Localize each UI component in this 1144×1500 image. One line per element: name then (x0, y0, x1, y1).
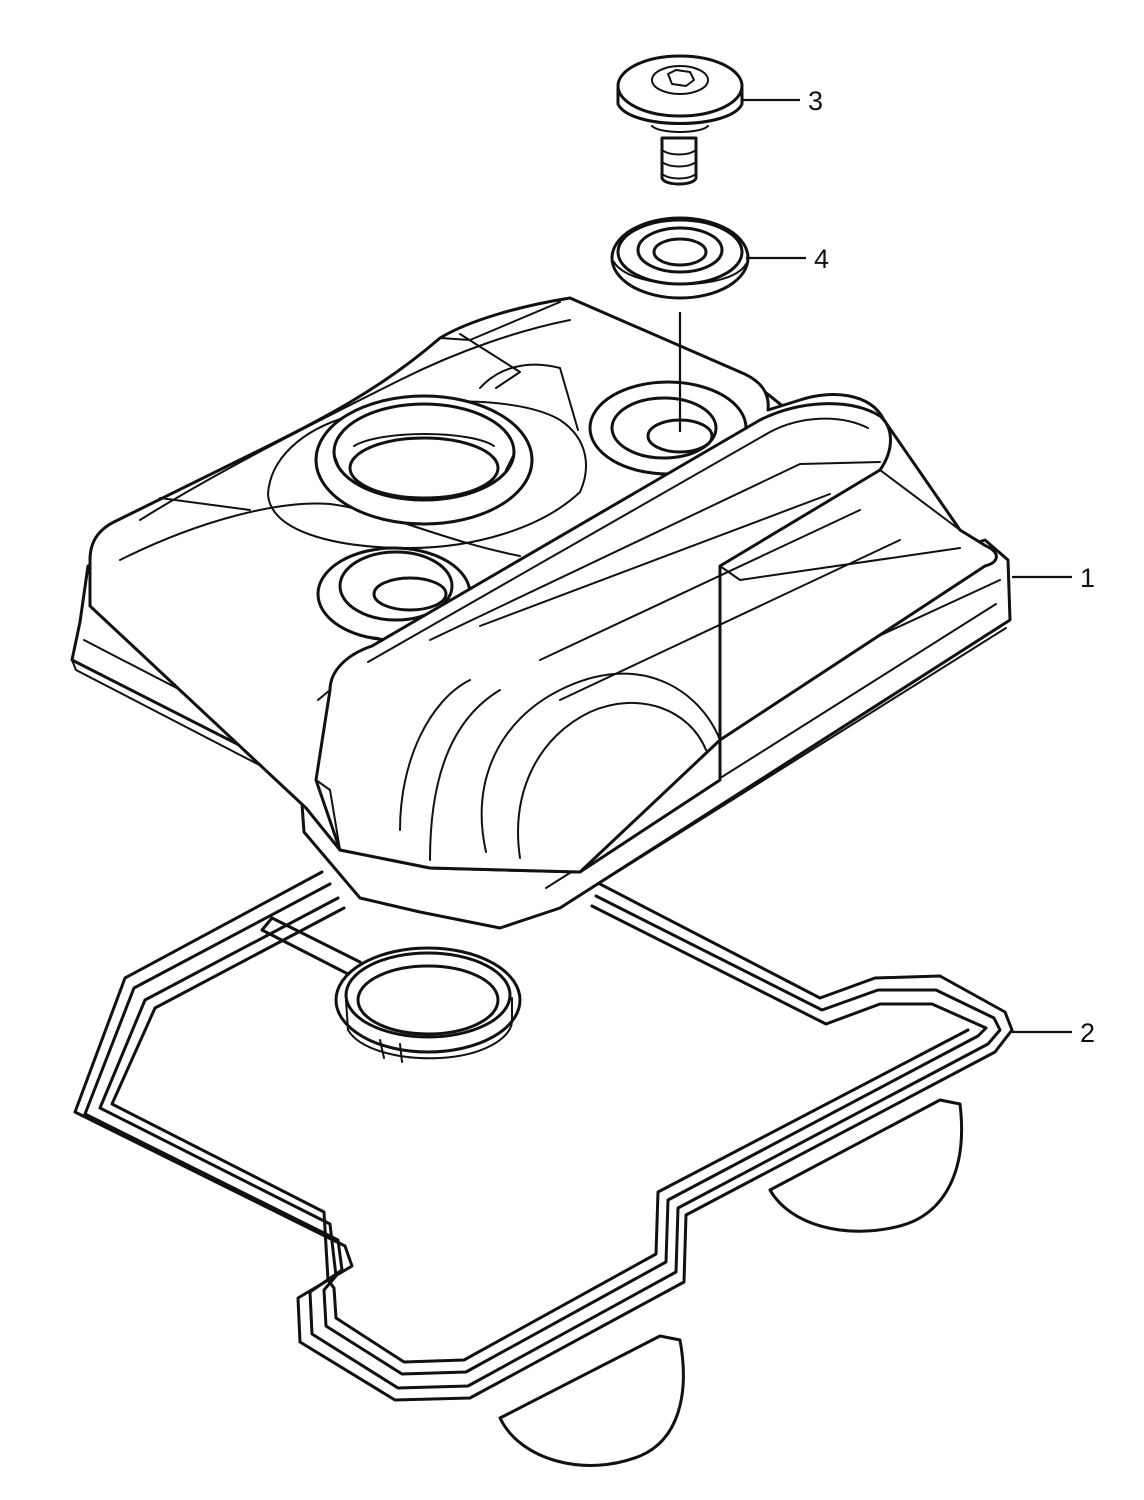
gasket-inner-edge (98, 896, 988, 1376)
gasket-outer-edge (73, 870, 1014, 1402)
cover-top-ridge-2 (159, 333, 521, 511)
cover-cam-dome-3 (399, 679, 471, 831)
cover-spine-top-2 (429, 461, 881, 641)
bolt-flange-underside (651, 125, 709, 133)
cover-front-edge (315, 689, 341, 851)
washer-side (613, 261, 747, 285)
cover-spine-top-3 (479, 493, 831, 627)
part-1-valve-cover[interactable] (70, 296, 1012, 930)
callout-3: 3 (808, 86, 823, 116)
bolt-hex-socket (667, 69, 695, 87)
cover-recess-flow (479, 363, 579, 431)
part-4-washer[interactable] (610, 216, 750, 300)
gasket-bridge (260, 916, 362, 977)
washer-hole (652, 237, 708, 267)
callout-4: 4 (814, 244, 829, 274)
part-3-bolt[interactable] (616, 54, 744, 186)
cover-cam-dome-4 (429, 689, 501, 861)
gasket-plug-ring-side (345, 997, 513, 1060)
gasket-dome-left (498, 1334, 685, 1467)
callout-2: 2 (1080, 1018, 1095, 1048)
gasket-inner-edge-2 (110, 906, 970, 1364)
bolt-hex-socket-ring (651, 65, 709, 95)
cover-cam-dome-1 (480, 672, 721, 853)
cover-left-sweep (119, 502, 521, 561)
gasket-outer-edge-2 (83, 882, 1002, 1390)
cover-filler-boss-inner (348, 436, 500, 500)
cover-top-ridge-3 (439, 301, 561, 341)
gasket-plug-ring-hole (356, 964, 500, 1036)
gasket-plug-ring-tab (379, 1039, 403, 1063)
bolt-shank (660, 136, 698, 186)
cover-filler-boss-wall (333, 433, 515, 471)
part-2-gasket[interactable] (73, 870, 1014, 1467)
bolt-threads (661, 149, 697, 180)
cover-top-ridge-1 (139, 319, 571, 521)
cover-spine-top-1 (367, 417, 869, 663)
cover-plug-boss-side (317, 591, 379, 639)
gasket-dome-right (768, 1098, 964, 1233)
cover-cam-dome-2 (517, 701, 707, 859)
cover-flange-edge-1 (71, 659, 301, 787)
callout-1: 1 (1080, 563, 1095, 593)
cover-right-wall (719, 469, 961, 581)
cover-plug-hole (372, 576, 448, 612)
